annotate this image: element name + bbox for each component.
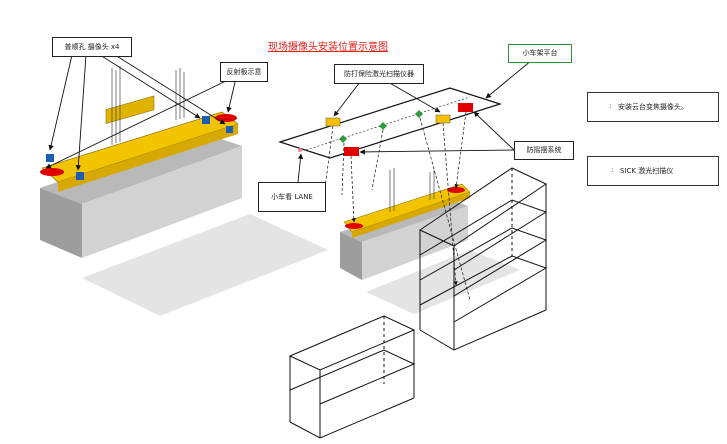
trolley-platform	[278, 87, 502, 159]
left-spreader-headblock	[105, 95, 155, 124]
trolley-lane-line	[305, 96, 471, 151]
right-crane-illustration	[340, 168, 520, 314]
left-camera-3	[202, 116, 210, 124]
right-ground-shadow	[366, 250, 520, 314]
left-camera-4	[226, 126, 233, 133]
legend-ptz-camera-label: 安装云台变焦摄像头。	[618, 103, 688, 111]
ptz-camera-marker-3	[415, 110, 423, 118]
trolley-lane-callout: 小车看 LANE	[258, 182, 326, 212]
right-reflector-disc-2	[447, 187, 465, 193]
sick-scanner-marker-1	[325, 117, 341, 127]
stacked-containers-bottom	[288, 315, 416, 439]
legend-ptz-separator: :	[609, 102, 612, 110]
right-container-side	[340, 232, 362, 280]
anti-sway-unit-1	[344, 147, 359, 156]
right-hoist-ropes	[389, 168, 435, 212]
left-camera-2	[76, 172, 84, 180]
left-camera-1	[46, 154, 54, 162]
legend-sick-separator: :	[611, 166, 614, 174]
anti-collision-callout: 防打保险激光扫描仪器	[334, 64, 424, 84]
legend-sick-scanner-label: SICK 激光扫描仪	[620, 167, 674, 175]
trolley-platform-callout: 小车架平台	[508, 44, 572, 63]
left-reflector-disc-1	[40, 168, 64, 176]
diagram-title: 现场摄像头安装位置示意图	[268, 42, 388, 53]
reflector-callout: 反射板示意	[220, 62, 268, 82]
legend-ptz-camera-box	[587, 92, 719, 122]
left-crane-illustration	[40, 66, 328, 316]
sick-scanner-marker-2	[435, 114, 451, 124]
ptz-camera-marker-1	[339, 135, 347, 143]
legend-sick-scanner-box	[587, 156, 719, 186]
left-container-top	[40, 132, 242, 204]
left-spreader-beam-side	[58, 124, 238, 192]
left-ground-shadow	[82, 214, 328, 316]
stacked-containers-right	[418, 167, 548, 351]
left-container-side	[40, 188, 82, 258]
anti-sway-unit-2	[458, 103, 473, 112]
callout-leaders	[45, 54, 533, 183]
right-container-front	[362, 206, 468, 280]
right-spreader-beam-side	[352, 192, 470, 238]
camera-callout: 普顺孔 摄像头 x4	[52, 37, 132, 57]
right-reflector-disc-1	[345, 223, 363, 229]
projection-lines	[323, 111, 471, 301]
lane-marker-dot	[298, 148, 302, 152]
left-hoist-ropes	[111, 66, 185, 145]
anti-sway-callout: 防摇摆系统	[514, 141, 574, 160]
ptz-camera-marker-2	[379, 122, 387, 130]
left-container-front	[82, 146, 242, 258]
left-reflector-disc-2	[215, 114, 237, 122]
